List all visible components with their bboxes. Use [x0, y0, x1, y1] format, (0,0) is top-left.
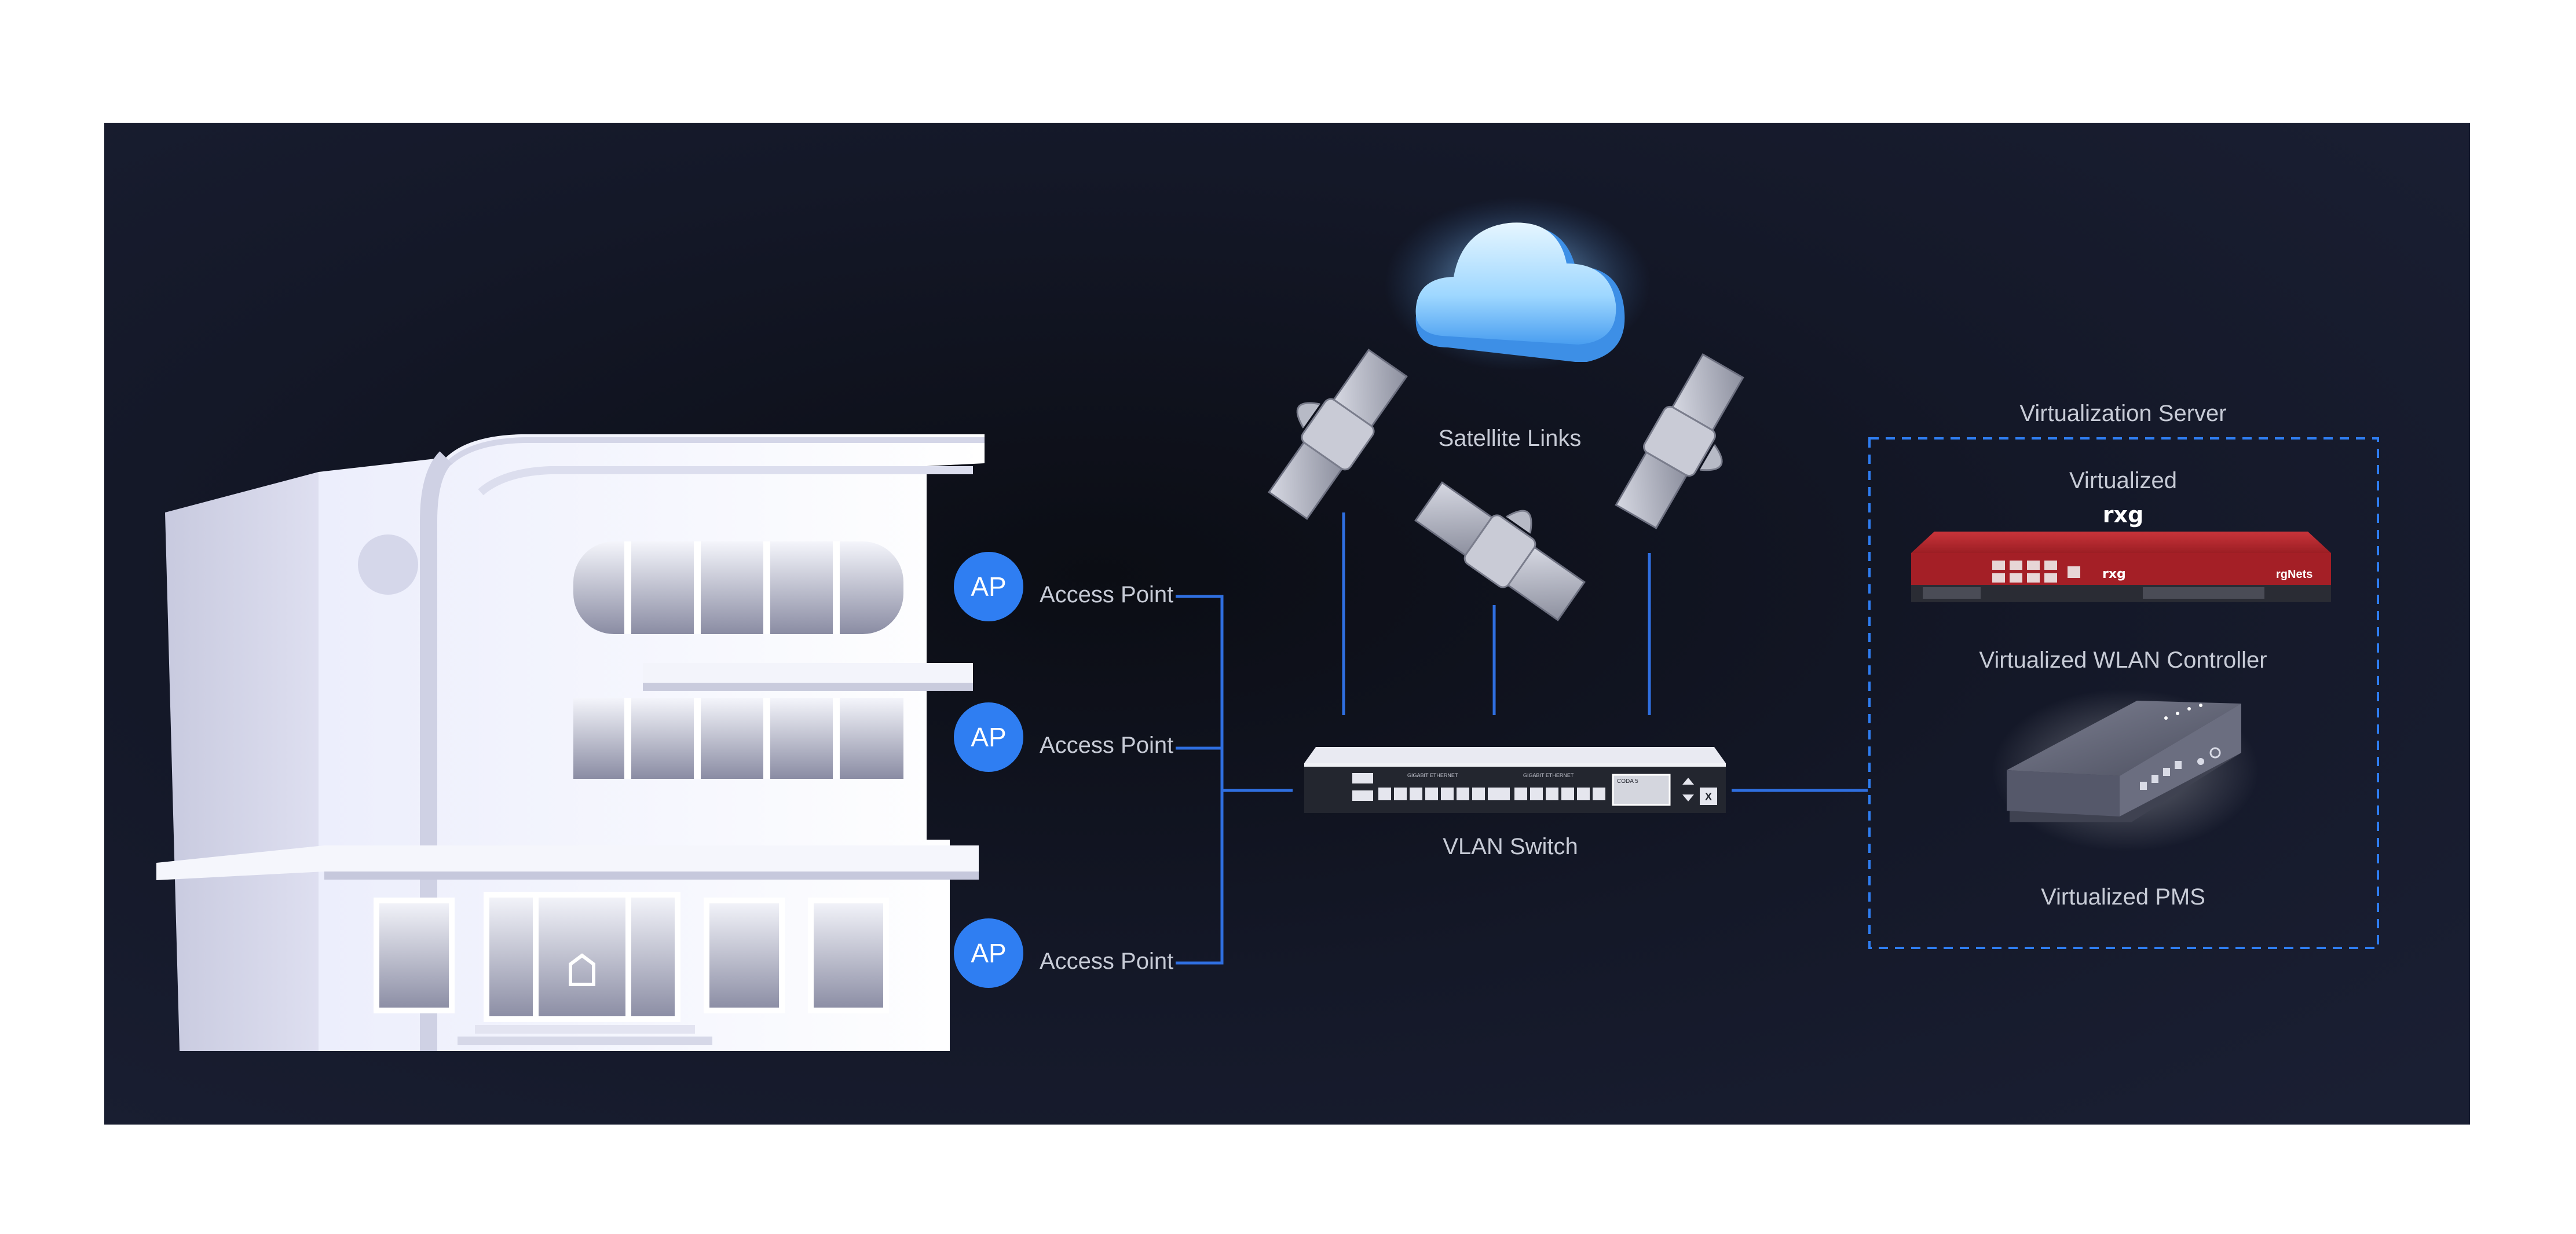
ap-badge-icon [954, 552, 1023, 621]
vlan-switch-label: VLAN Switch [1443, 834, 1578, 859]
switch-brand: X [1705, 791, 1712, 803]
satellite-icon [1268, 349, 1408, 520]
access-point-label: Access Point [1040, 582, 1173, 607]
switch-screen-text: CODA 5 [1617, 778, 1638, 785]
hotel-building-icon [156, 434, 985, 1051]
access-point-2: AP Access Point [954, 702, 1173, 772]
virtualization-server-title: Virtualization Server [2019, 401, 2226, 426]
satellite-icon [1414, 481, 1586, 621]
rxg-logo: rxg [2103, 502, 2143, 528]
appliance-brand: rgNets [2276, 568, 2312, 581]
switch-header-left: GIGABIT ETHERNET [1407, 772, 1458, 778]
virtualized-wlan-controller-label: Virtualized WLAN Controller [1979, 647, 2267, 673]
vlan-switch-icon: GIGABIT ETHERNET GIGABIT ETHERNET CODA 5… [1304, 747, 1726, 813]
satellite-links-label: Satellite Links [1439, 426, 1582, 451]
switch-header-right: GIGABIT ETHERNET [1523, 772, 1574, 778]
satellite-icon [1615, 353, 1744, 529]
ap-badge-text: AP [971, 938, 1006, 968]
access-point-3: AP Access Point [954, 918, 1173, 988]
wlan-controller-appliance-icon: rxg rgNets [1911, 532, 2331, 602]
ap-badge-icon [954, 702, 1023, 772]
connection-lines [1176, 512, 1868, 965]
access-point-1: AP Access Point [954, 552, 1173, 621]
cloud-icon [1384, 197, 1651, 371]
appliance-logo: rxg [2102, 567, 2126, 581]
pms-device-icon [1992, 689, 2259, 851]
access-point-label: Access Point [1040, 733, 1173, 758]
access-point-label: Access Point [1040, 949, 1173, 974]
virtualized-pms-label: Virtualized PMS [2041, 884, 2205, 910]
virtualized-caption: Virtualized [2069, 468, 2177, 493]
ap-badge-text: AP [971, 722, 1006, 752]
ap-badge-text: AP [971, 572, 1006, 602]
ap-badge-icon [954, 918, 1023, 988]
virtualization-server-box [1868, 437, 2379, 949]
